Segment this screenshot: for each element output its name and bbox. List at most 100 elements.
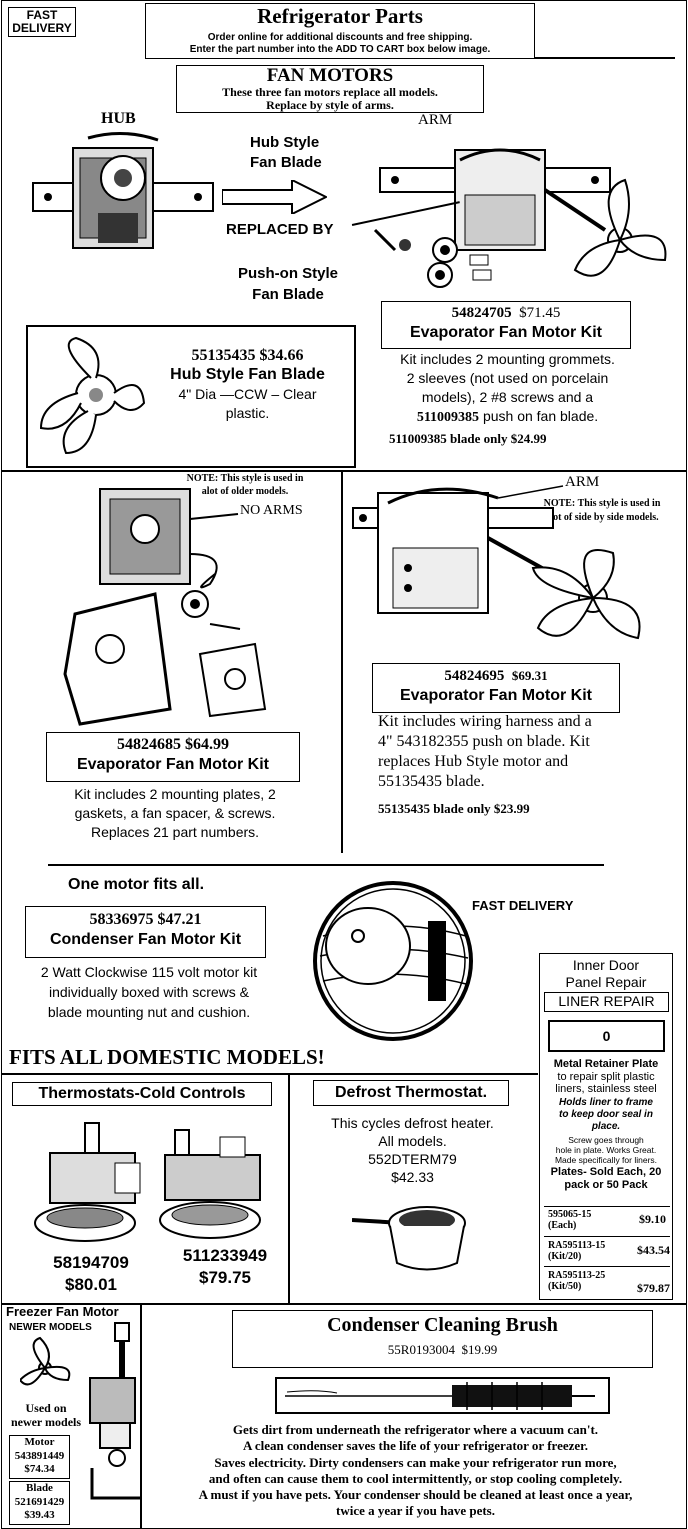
- freezer-motor-part: 543891449: [14, 1449, 65, 1462]
- hub-blade-desc-2: plastic.: [225, 405, 270, 421]
- thermostat-1-price: $80.01: [65, 1275, 117, 1294]
- kit-695-blade-only: 55135435 blade only $23.99: [378, 801, 530, 816]
- brush-desc-5: A must if you have pets. Your condenser …: [198, 1487, 633, 1503]
- brush-desc-2: A clean condenser saves the life of your…: [242, 1438, 588, 1454]
- kit-695-note: NOTE: This style is used in alot of side…: [527, 497, 677, 525]
- divider-vertical-3: [140, 1303, 142, 1528]
- condenser-motor-image: [313, 881, 473, 1041]
- kit-685-part: 54824685: [117, 736, 181, 753]
- thermostat-2-text: 511233949 $79.75: [165, 1245, 285, 1289]
- liner-repair-label: LINER REPAIR: [558, 993, 655, 1009]
- pushon-line-1: Push-on Style: [237, 265, 338, 282]
- kit-695-desc-1: Kit includes wiring harness and a: [378, 713, 592, 730]
- condenser-part: 58336975: [89, 911, 154, 928]
- freezer-blade-label: Blade: [26, 1482, 53, 1494]
- divider-2: [48, 864, 604, 866]
- page-title: Refrigerator Parts: [257, 4, 423, 28]
- kit-685-name: Evaporator Fan Motor Kit: [76, 756, 269, 773]
- brush-price: $19.99: [461, 1342, 498, 1357]
- condenser-headline: One motor fits all.: [68, 876, 205, 893]
- price-row: 595065-15 (Each) $9.10: [548, 1209, 670, 1231]
- freezer-motor-box: Motor 543891449 $74.34: [9, 1435, 70, 1479]
- price-row: RA595113-15 (Kit/20) $43.54: [548, 1240, 670, 1262]
- inner-door-desc: Metal Retainer Plate to repair split pla…: [540, 1057, 672, 1192]
- price-row-2-price: $79.87: [637, 1281, 670, 1295]
- kit-695-desc-2: 4" 543182355 push on blade. Kit: [378, 733, 590, 750]
- hub-blade-box: [26, 325, 356, 468]
- thermostat-1-text: 58194709 $80.01: [36, 1252, 146, 1296]
- hub-blade-name: Hub Style Fan Blade: [170, 366, 325, 383]
- price-row-0-qty: (Each): [548, 1220, 577, 1231]
- price-row-2-qty: (Kit/50): [548, 1281, 582, 1292]
- brush-desc-4: and often can cause them to cool intermi…: [208, 1470, 623, 1486]
- hub-blade-price: $34.66: [259, 347, 304, 364]
- condenser-price: $47.21: [157, 911, 202, 928]
- inner-door-title: Inner Door Panel Repair: [540, 957, 672, 991]
- kit-685-price: $64.99: [185, 736, 229, 753]
- brush-box: Condenser Cleaning Brush 55R0193004 $19.…: [232, 1310, 653, 1368]
- hub-blade-text: 55135435 $34.66 Hub Style Fan Blade 4" D…: [145, 347, 350, 423]
- kit-685-desc-2: gaskets, a fan spacer, & screws.: [74, 805, 276, 821]
- brush-title: Condenser Cleaning Brush: [327, 1314, 558, 1336]
- thermostat-1-image: [34, 1122, 141, 1242]
- defrost-desc-2: All models.: [378, 1133, 447, 1149]
- kit-685-note: NOTE: This style is used in alot of olde…: [170, 472, 320, 498]
- kit-705-desc-4-rest: push on fan blade.: [482, 408, 599, 424]
- price-row-1-qty: (Kit/20): [548, 1251, 582, 1262]
- thermostat-2-part: 511233949: [182, 1246, 268, 1265]
- divider-4: [2, 1303, 686, 1305]
- kit-685-note-1: NOTE: This style is used in: [186, 473, 304, 484]
- retainer-plate-image: 0: [548, 1020, 665, 1052]
- kit-695-arm-label: ARM: [565, 474, 600, 490]
- kit-695-desc-4: 55135435 blade.: [378, 773, 485, 790]
- condenser-desc-2: individually boxed with screws &: [49, 984, 249, 1000]
- hub-style-label: Hub Style Fan Blade: [250, 133, 322, 173]
- freezer-used-2: newer models: [10, 1415, 82, 1429]
- brush-desc-1: Gets dirt from underneath the refrigerat…: [232, 1422, 599, 1437]
- freezer-motor-label: Motor: [24, 1436, 55, 1448]
- freezer-used-on: Used on newer models: [6, 1401, 86, 1429]
- kit-695-box: 54824695 $69.31 Evaporator Fan Motor Kit: [372, 663, 620, 713]
- fast-delivery-text: FAST DELIVERY: [12, 8, 72, 35]
- kit-705-box: 54824705 $71.45 Evaporator Fan Motor Kit: [381, 301, 631, 349]
- kit-685-note-2: alot of older models.: [201, 486, 289, 497]
- hub-blade-part: 55135435: [191, 347, 256, 364]
- brush-image: [285, 1382, 595, 1410]
- arm-label-top: ARM: [418, 112, 453, 128]
- defrost-title: Defrost Thermostat.: [334, 1084, 488, 1101]
- brush-desc-3: Saves electricity. Dirty condensers can …: [214, 1454, 617, 1470]
- divider-1: [2, 470, 686, 472]
- price-row-1-part: RA595113-15: [548, 1240, 606, 1251]
- price-row: RA595113-25 (Kit/50) $79.87: [548, 1270, 670, 1295]
- inner-door-desc-1: to repair split plastic: [557, 1071, 655, 1083]
- replaced-arrow-icon: [222, 180, 327, 214]
- freezer-sub: NEWER MODELS: [9, 1322, 92, 1333]
- inner-door-panel: [539, 953, 673, 1300]
- thermostats-title-box: Thermostats-Cold Controls: [12, 1082, 272, 1106]
- kit-685-box: 54824685 $64.99 Evaporator Fan Motor Kit: [46, 732, 300, 782]
- kit-695-note-1: NOTE: This style is used in: [543, 498, 661, 509]
- header-line-1: Order online for additional discounts an…: [207, 32, 473, 43]
- inner-door-title-2: Panel Repair: [565, 974, 647, 990]
- price-row-1-price: $43.54: [637, 1243, 670, 1257]
- kit-705-price: $71.45: [519, 305, 561, 321]
- kit-695-part: 54824695: [444, 668, 505, 684]
- kit-705-blade-only: 511009385 blade only $24.99: [389, 431, 547, 446]
- freezer-motor-image: [20, 1322, 140, 1500]
- kit-705-desc-1: Kit includes 2 mounting grommets.: [400, 351, 615, 367]
- kit-685-desc-3: Replaces 21 part numbers.: [90, 824, 260, 840]
- freezer-blade-price: $39.43: [24, 1509, 55, 1521]
- hub-style-line-2: Fan Blade: [250, 154, 322, 171]
- freezer-motor-price: $74.34: [24, 1463, 55, 1475]
- kit-705-desc-4-part: 511009385: [416, 410, 480, 425]
- inner-door-plates-2: pack or 50 Pack: [564, 1179, 648, 1191]
- divider-3: [2, 1073, 538, 1075]
- inner-door-plates-1: Plates- Sold Each, 20: [550, 1166, 662, 1178]
- defrost-desc-1: This cycles defrost heater.: [331, 1115, 494, 1131]
- thermostat-1-part: 58194709: [53, 1253, 129, 1272]
- inner-door-small-3: Made specifically for liners.: [554, 1155, 658, 1165]
- plate-mark: 0: [602, 1028, 611, 1044]
- price-table-sep-2: [544, 1266, 670, 1267]
- kit-685-desc-1: Kit includes 2 mounting plates, 2: [74, 786, 276, 802]
- kit-695-desc: Kit includes wiring harness and a 4" 543…: [378, 712, 678, 792]
